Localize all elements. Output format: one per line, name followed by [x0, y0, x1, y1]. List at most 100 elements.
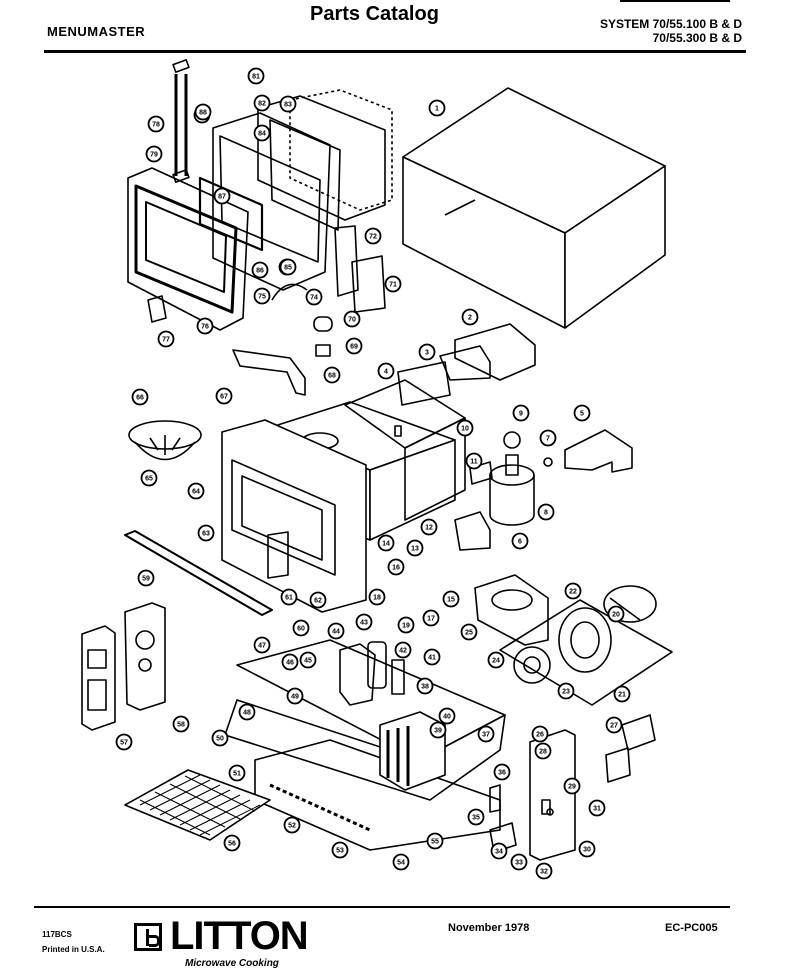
callout-64: 64: [187, 482, 205, 500]
svg-text:38: 38: [421, 684, 429, 691]
callout-45: 45: [299, 651, 317, 669]
svg-text:87: 87: [218, 194, 226, 201]
air-filter: [124, 769, 271, 841]
control-bracket: [232, 349, 306, 396]
callout-8: 8: [537, 503, 555, 521]
svg-text:9: 9: [519, 411, 523, 418]
svg-text:46: 46: [286, 660, 294, 667]
svg-text:43: 43: [360, 620, 368, 627]
svg-text:31: 31: [593, 806, 601, 813]
svg-text:65: 65: [145, 476, 153, 483]
doc-code: 117BCS: [42, 930, 72, 939]
svg-text:64: 64: [192, 489, 200, 496]
callout-72: 72: [364, 227, 382, 245]
callout-55: 55: [426, 832, 444, 850]
svg-text:40: 40: [443, 714, 451, 721]
callout-24: 24: [487, 651, 505, 669]
callout-52: 52: [283, 816, 301, 834]
svg-text:75: 75: [258, 294, 266, 301]
callout-30: 30: [578, 840, 596, 858]
svg-text:37: 37: [482, 732, 490, 739]
callout-78: 78: [147, 115, 165, 133]
svg-text:4: 4: [384, 369, 388, 376]
callout-27: 27: [605, 716, 623, 734]
callout-56: 56: [223, 834, 241, 852]
svg-text:14: 14: [382, 541, 390, 548]
callout-54: 54: [392, 853, 410, 871]
svg-text:12: 12: [425, 525, 433, 532]
callout-75: 75: [253, 287, 271, 305]
callout-71: 71: [384, 275, 402, 293]
control-panels: [81, 602, 166, 731]
svg-text:78: 78: [152, 122, 160, 129]
callout-1: 1: [428, 99, 446, 117]
svg-text:48: 48: [243, 710, 251, 717]
svg-text:76: 76: [201, 324, 209, 331]
callout-53: 53: [331, 841, 349, 859]
callout-62: 62: [309, 591, 327, 609]
svg-text:13: 13: [411, 546, 419, 553]
svg-text:16: 16: [392, 565, 400, 572]
callout-31: 31: [588, 799, 606, 817]
callout-12: 12: [420, 518, 438, 536]
callout-81: 81: [247, 67, 265, 85]
callout-63: 63: [197, 524, 215, 542]
svg-text:67: 67: [220, 394, 228, 401]
svg-text:45: 45: [304, 658, 312, 665]
header-rule: [44, 50, 746, 53]
svg-text:36: 36: [498, 770, 506, 777]
svg-text:35: 35: [472, 815, 480, 822]
litton-logo-icon: [134, 923, 162, 951]
callout-77: 77: [157, 330, 175, 348]
svg-text:42: 42: [399, 648, 407, 655]
exploded-parts-diagram: 1234567891011121314151617181920212223242…: [81, 59, 673, 880]
svg-text:39: 39: [434, 728, 442, 735]
svg-text:84: 84: [258, 131, 266, 138]
svg-text:68: 68: [328, 373, 336, 380]
svg-text:30: 30: [583, 847, 591, 854]
callout-33: 33: [510, 853, 528, 871]
hinge-rod: [172, 59, 190, 183]
logo-tagline: Microwave Cooking: [185, 958, 279, 969]
callout-69: 69: [345, 337, 363, 355]
svg-text:7: 7: [546, 436, 550, 443]
svg-text:57: 57: [120, 740, 128, 747]
svg-text:10: 10: [461, 426, 469, 433]
callout-21: 21: [613, 685, 631, 703]
callout-68: 68: [323, 366, 341, 384]
svg-text:72: 72: [369, 234, 377, 241]
callout-20: 20: [607, 605, 625, 623]
svg-text:54: 54: [397, 860, 405, 867]
svg-text:62: 62: [314, 598, 322, 605]
callout-83: 83: [279, 95, 297, 113]
svg-text:29: 29: [568, 784, 576, 791]
svg-text:88: 88: [199, 110, 207, 117]
svg-text:19: 19: [402, 623, 410, 630]
callout-15: 15: [442, 590, 460, 608]
svg-text:21: 21: [618, 692, 626, 699]
catalog-part-code: EC-PC005: [665, 922, 718, 934]
svg-text:23: 23: [562, 689, 570, 696]
front-plate: [221, 419, 367, 613]
callout-13: 13: [406, 539, 424, 557]
callout-37: 37: [477, 725, 495, 743]
svg-text:86: 86: [256, 268, 264, 275]
callout-28: 28: [534, 742, 552, 760]
svg-text:44: 44: [332, 629, 340, 636]
svg-text:85: 85: [284, 265, 292, 272]
svg-text:26: 26: [536, 732, 544, 739]
svg-text:6: 6: [518, 539, 522, 546]
svg-text:1: 1: [435, 106, 439, 113]
latch-parts: [147, 225, 386, 357]
svg-text:71: 71: [389, 282, 397, 289]
stirrer: [128, 420, 202, 461]
callout-58: 58: [172, 715, 190, 733]
callout-11: 11: [465, 452, 483, 470]
svg-text:20: 20: [612, 612, 620, 619]
callout-6: 6: [511, 532, 529, 550]
svg-text:2: 2: [468, 315, 472, 322]
svg-text:66: 66: [136, 395, 144, 402]
callout-3: 3: [418, 343, 436, 361]
callout-7: 7: [539, 429, 557, 447]
callout-59: 59: [137, 569, 155, 587]
